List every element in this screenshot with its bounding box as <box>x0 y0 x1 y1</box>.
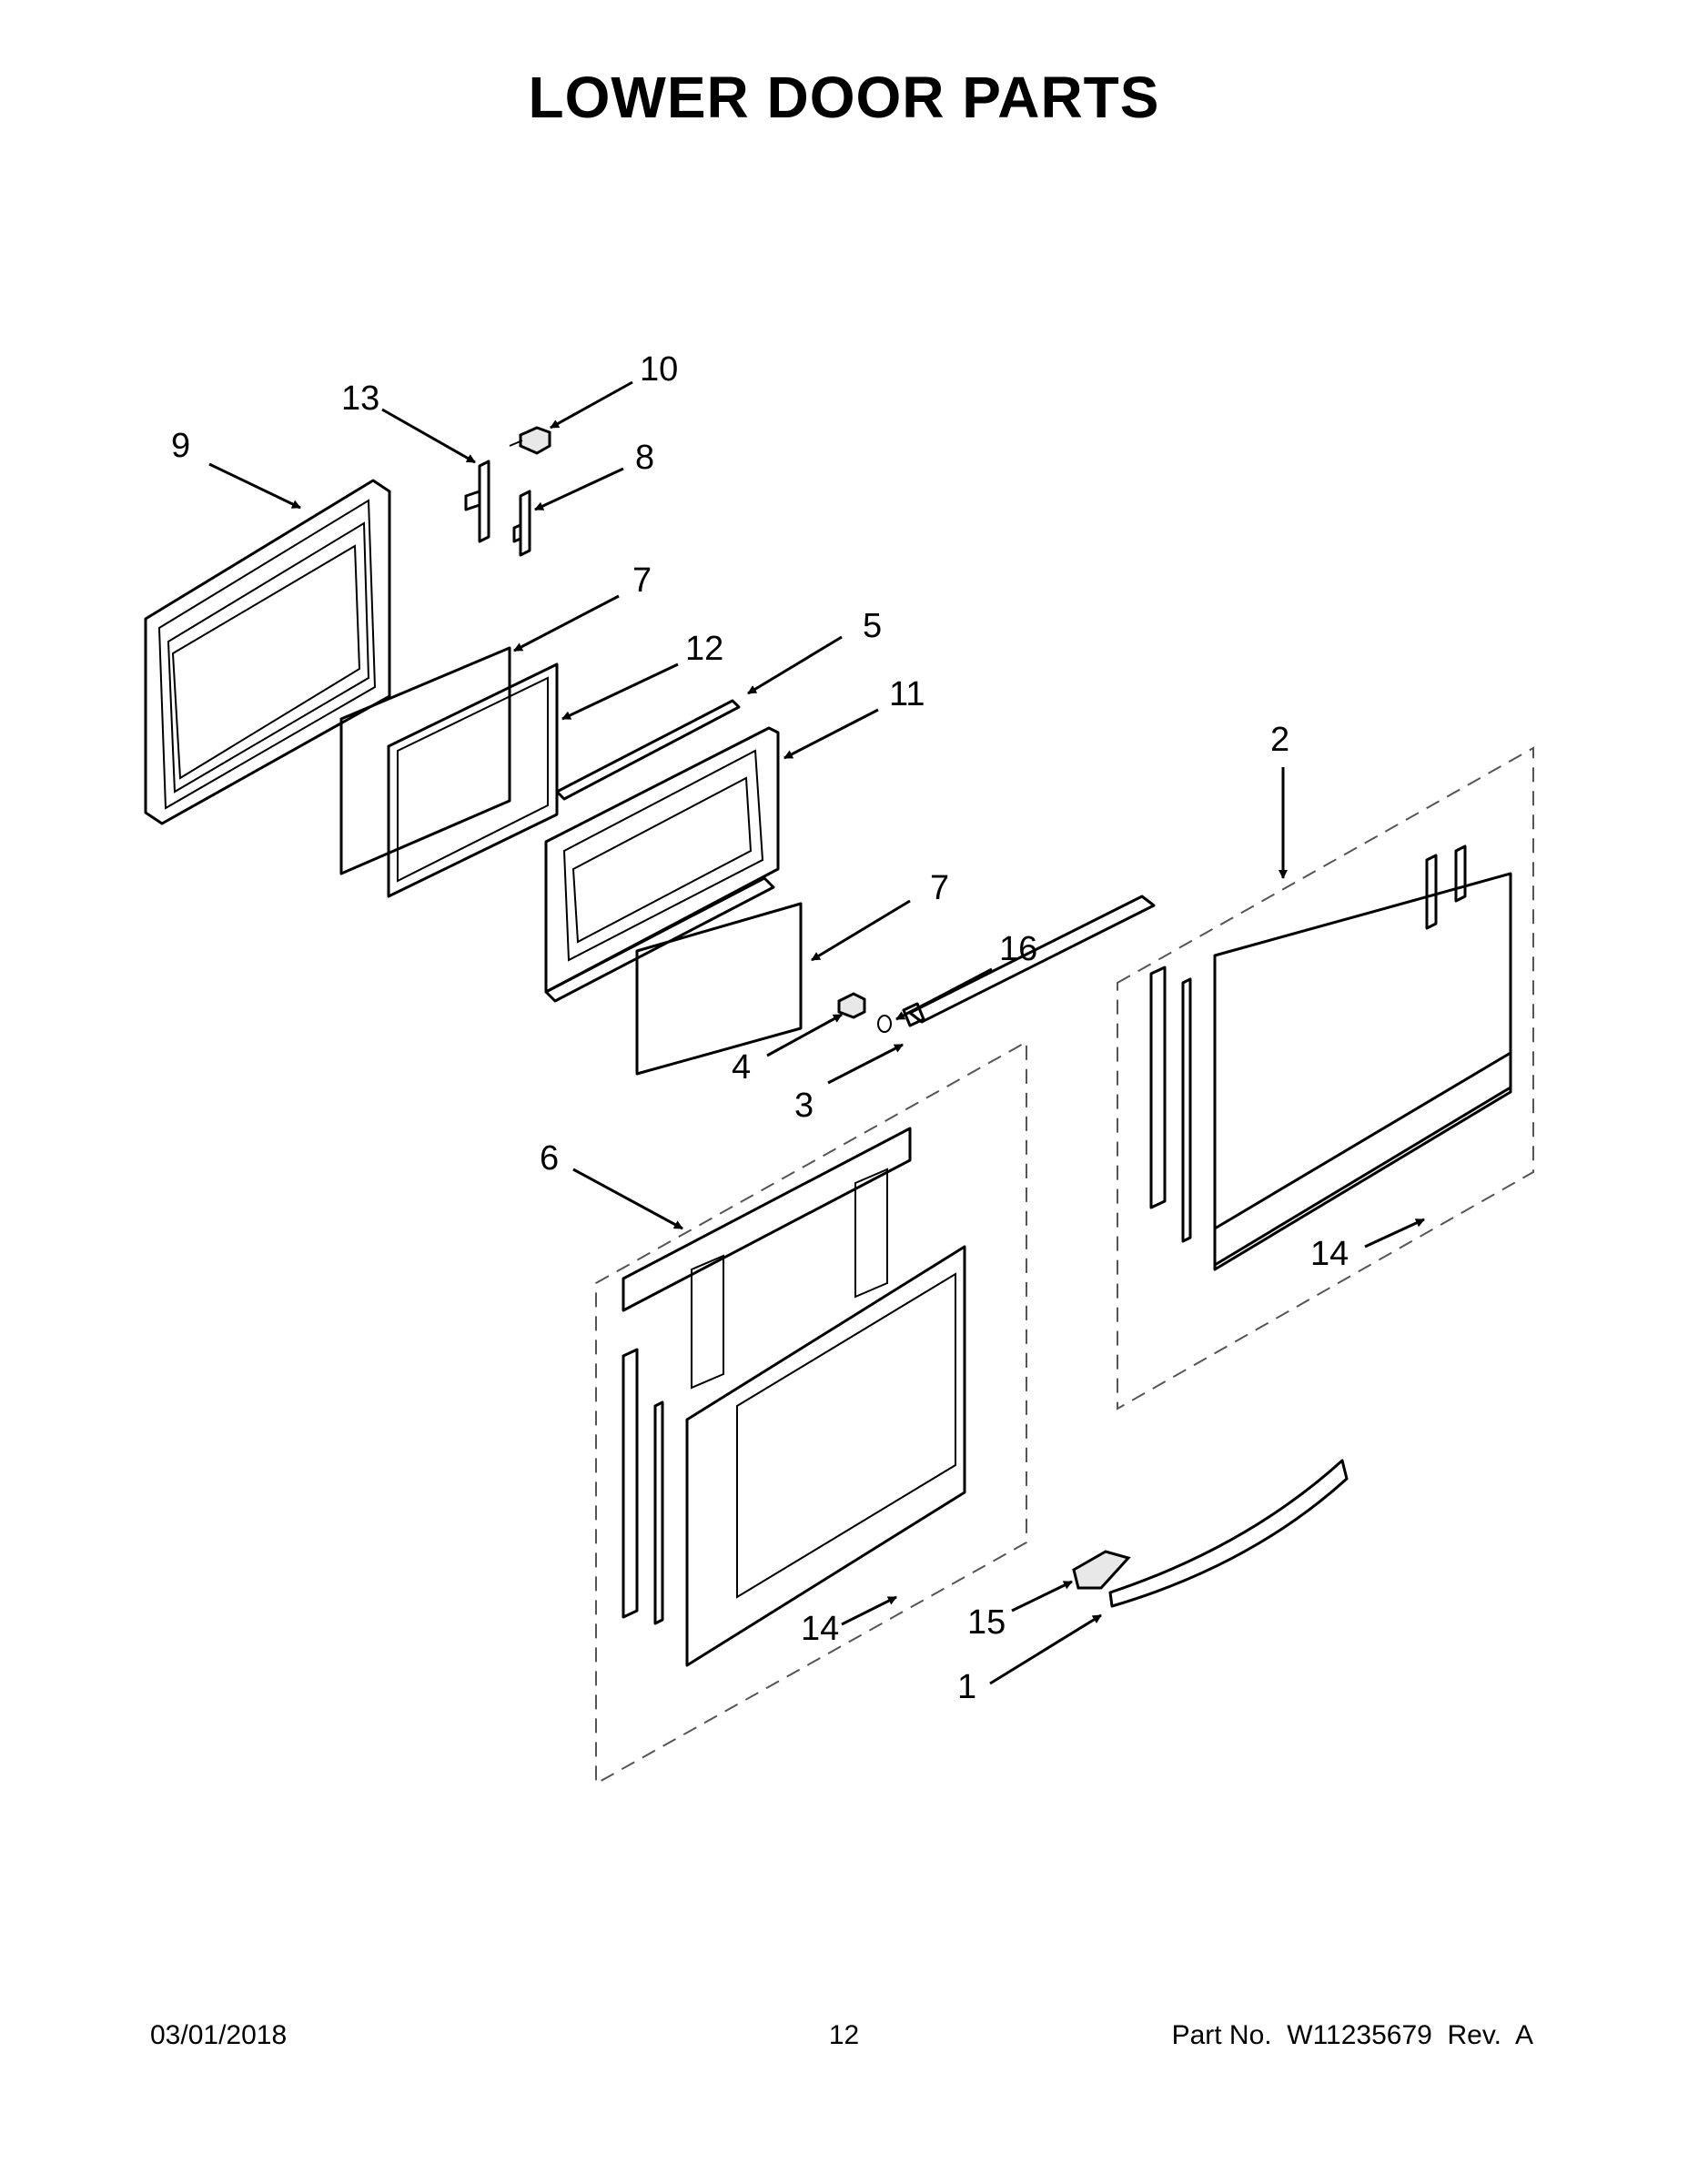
part-15-handle-end-cap <box>1072 1550 1131 1590</box>
part-5-top-trim <box>555 699 741 801</box>
part-9-inner-door-panel <box>144 479 391 825</box>
part-12-glass-gasket <box>387 662 559 898</box>
callout-8: 8 <box>635 439 654 477</box>
part-7-glass-pane-lower <box>635 902 803 1076</box>
callout-14-left: 14 <box>801 1610 839 1648</box>
callout-5: 5 <box>863 607 882 645</box>
part-3-door-rail <box>902 895 1156 1027</box>
part-7-glass-pane-upper <box>339 646 511 875</box>
callout-1: 1 <box>957 1668 976 1706</box>
part-6-lower-door-assembly <box>595 1040 1027 1785</box>
page-title: LOWER DOOR PARTS <box>528 65 1160 130</box>
part-10-screw <box>509 426 551 455</box>
callout-14-right: 14 <box>1310 1235 1349 1273</box>
part-2-outer-door-assembly <box>1117 746 1534 1410</box>
footer-page-number: 12 <box>828 2020 860 2050</box>
callout-15: 15 <box>967 1603 1006 1642</box>
callout-6: 6 <box>540 1139 559 1178</box>
callout-2: 2 <box>1270 721 1289 759</box>
part-11-door-frame <box>544 726 780 1003</box>
callout-7-upper: 7 <box>632 561 652 600</box>
callout-4: 4 <box>732 1048 751 1087</box>
callout-16: 16 <box>999 930 1037 968</box>
footer-part-number: Part No. W11235679 Rev. A <box>1171 2020 1533 2050</box>
callout-9: 9 <box>171 427 190 465</box>
part-1-door-handle <box>1108 1459 1349 1608</box>
callout-10: 10 <box>640 350 678 389</box>
callout-11: 11 <box>889 675 925 713</box>
part-16-washer <box>877 1015 892 1033</box>
footer-date: 03/01/2018 <box>150 2020 288 2050</box>
callout-12: 12 <box>685 630 723 668</box>
callout-3: 3 <box>794 1087 814 1125</box>
part-8-hinge <box>512 490 531 557</box>
callout-13: 13 <box>341 379 379 418</box>
part-13-hinge-bracket <box>464 460 490 543</box>
part-4-screw <box>837 992 866 1019</box>
callout-7-lower: 7 <box>930 869 949 907</box>
leader-lines <box>208 380 1425 1685</box>
